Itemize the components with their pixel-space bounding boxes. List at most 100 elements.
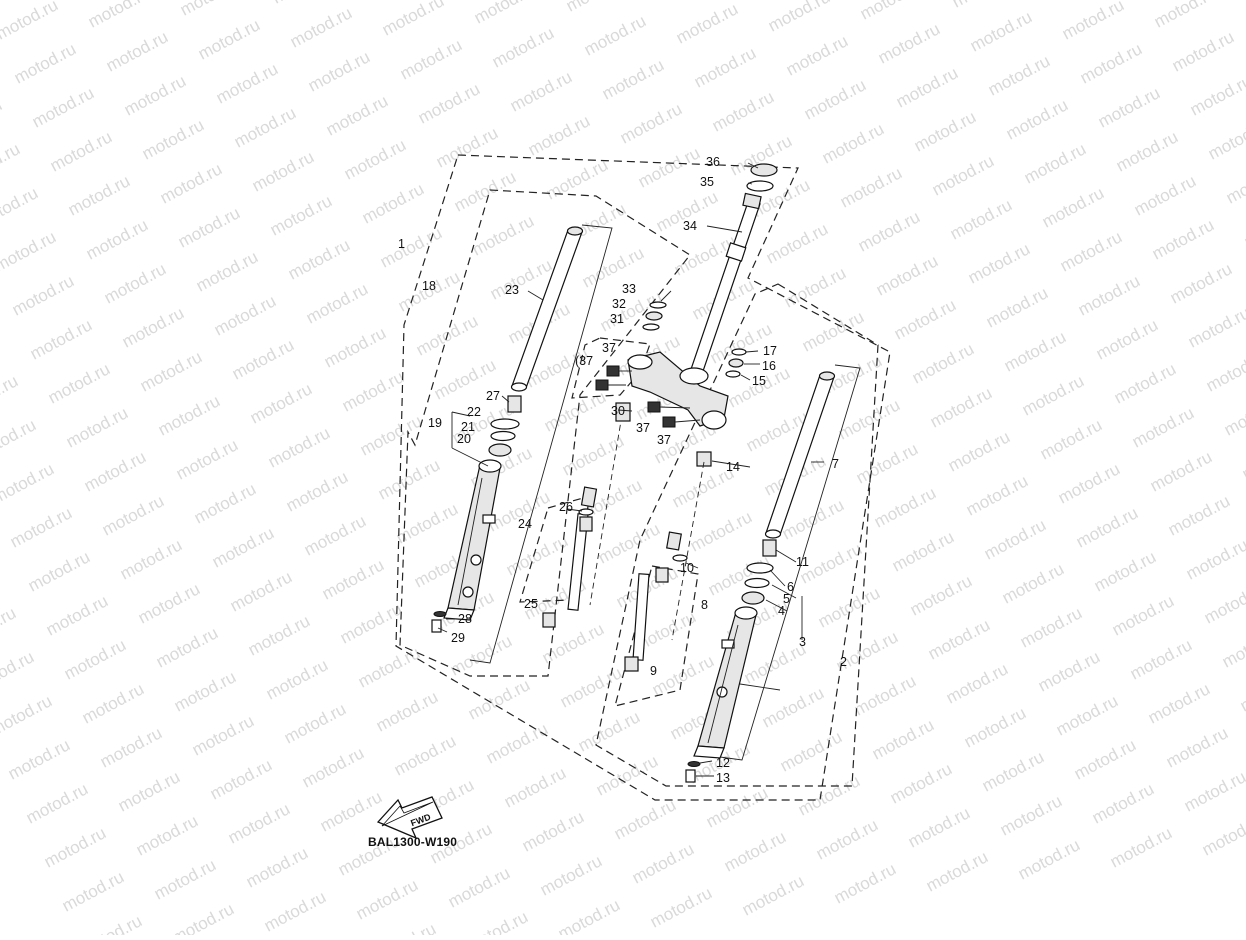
- watermark-text: motod.ru: [1109, 591, 1177, 639]
- watermark-text: motod.ru: [853, 439, 921, 487]
- callout-28: 28: [458, 612, 472, 626]
- callout-35: 35: [700, 175, 714, 189]
- watermark-text: motod.ru: [269, 0, 337, 8]
- bolt-group-outline: [571, 337, 651, 399]
- watermark-text: motod.ru: [47, 127, 115, 175]
- callout-23: 23: [505, 283, 519, 297]
- watermark-text: motod.ru: [911, 107, 979, 155]
- watermark-text: motod.ru: [1113, 127, 1181, 175]
- watermark-text: motod.ru: [1221, 391, 1246, 439]
- watermark-text: motod.ru: [171, 667, 239, 715]
- watermark-text: motod.ru: [247, 379, 315, 427]
- callout-15: 15: [752, 374, 766, 388]
- watermark-text: motod.ru: [541, 387, 609, 435]
- watermark-text: motod.ru: [871, 483, 939, 531]
- watermark-text: motod.ru: [265, 423, 333, 471]
- callout-20: 20: [457, 432, 471, 446]
- callout-36: 36: [706, 155, 720, 169]
- watermark-text: motod.ru: [317, 787, 385, 835]
- watermark-text: motod.ru: [463, 907, 531, 935]
- watermark-text: motod.ru: [581, 11, 649, 59]
- watermark-text: motod.ru: [1019, 371, 1087, 419]
- watermark-text: motod.ru: [301, 511, 369, 559]
- watermark-text: motod.ru: [1073, 503, 1141, 551]
- watermark-text: motod.ru: [763, 219, 831, 267]
- washers-31-33: [642, 301, 667, 331]
- watermark-text: motod.ru: [267, 191, 335, 239]
- watermark-text: motod.ru: [647, 883, 715, 931]
- watermark-text: motod.ru: [1095, 83, 1163, 131]
- watermark-text: motod.ru: [965, 239, 1033, 287]
- watermark-text: motod.ru: [543, 155, 611, 203]
- watermark-text: motod.ru: [0, 183, 41, 231]
- watermark-text: motod.ru: [1203, 347, 1246, 395]
- watermark-text: motod.ru: [1167, 259, 1235, 307]
- watermark-text: motod.ru: [63, 403, 131, 451]
- watermark-text: motod.ru: [1183, 535, 1246, 583]
- watermark-text: motod.ru: [1199, 811, 1246, 859]
- watermark-text: motod.ru: [213, 59, 281, 107]
- watermark-text: motod.ru: [851, 671, 919, 719]
- watermark-text: motod.ru: [869, 715, 937, 763]
- watermark-text: motod.ru: [537, 851, 605, 899]
- watermark-text: motod.ru: [961, 703, 1029, 751]
- watermark-text: motod.ru: [133, 811, 201, 859]
- watermark-text: motod.ru: [1127, 635, 1195, 683]
- right-inner-tube: [719, 364, 861, 761]
- left-bolt-28-29: [431, 611, 447, 633]
- callout-30: 30: [611, 404, 625, 418]
- watermark-text: motod.ru: [121, 71, 189, 119]
- watermark-text: motod.ru: [119, 303, 187, 351]
- watermark-text: motod.ru: [575, 707, 643, 755]
- watermark-text: motod.ru: [519, 807, 587, 855]
- watermark-text: motod.ru: [1015, 835, 1083, 883]
- watermark-text: motod.ru: [739, 871, 807, 919]
- watermark-text: motod.ru: [1223, 159, 1246, 207]
- callout-2: 2: [840, 655, 847, 669]
- watermark-text: motod.ru: [45, 359, 113, 407]
- spring-30: [615, 402, 631, 422]
- watermark-text: motod.ru: [1147, 447, 1215, 495]
- watermark-text: motod.ru: [391, 731, 459, 779]
- watermark-text: motod.ru: [189, 711, 257, 759]
- right-slide-bushing-11: [762, 539, 777, 557]
- watermark-text: motod.ru: [981, 515, 1049, 563]
- diagram-code: BAL1300-W190: [368, 835, 457, 849]
- watermark-text: motod.ru: [353, 875, 421, 923]
- watermark-text: motod.ru: [579, 243, 647, 291]
- watermark-text: motod.ru: [231, 103, 299, 151]
- watermark-text: motod.ru: [703, 783, 771, 831]
- watermark-text: motod.ru: [907, 571, 975, 619]
- watermark-text: motod.ru: [1017, 603, 1085, 651]
- watermark-text: motod.ru: [151, 855, 219, 903]
- watermark-text: motod.ru: [525, 111, 593, 159]
- watermark-text: motod.ru: [593, 751, 661, 799]
- watermark-text: motod.ru: [355, 643, 423, 691]
- callout-27: 27: [486, 389, 500, 403]
- left-outer-tube: [443, 459, 502, 621]
- watermark-text: motod.ru: [43, 591, 111, 639]
- callout-22: 22: [467, 405, 481, 419]
- watermark-text: motod.ru: [11, 39, 79, 87]
- watermark-text: motod.ru: [819, 119, 887, 167]
- watermark-text: motod.ru: [207, 755, 275, 803]
- callout-6: 6: [787, 580, 794, 594]
- callout-37-d: 37: [657, 433, 671, 447]
- watermark-text: motod.ru: [673, 0, 741, 48]
- watermark-text: motod.ru: [0, 327, 3, 375]
- callout-4: 4: [778, 604, 785, 618]
- watermark-text: motod.ru: [557, 663, 625, 711]
- watermark-text: motod.ru: [225, 799, 293, 847]
- callout-37-a: 37: [602, 341, 616, 355]
- watermark-text: motod.ru: [0, 647, 37, 695]
- watermark-text: motod.ru: [227, 567, 295, 615]
- watermark-text: motod.ru: [261, 887, 329, 935]
- watermark-text: motod.ru: [445, 863, 513, 911]
- watermark-text: motod.ru: [831, 859, 899, 907]
- watermark-text: motod.ru: [967, 7, 1035, 55]
- watermark-text: motod.ru: [799, 307, 867, 355]
- left-damper-rod-24: [542, 486, 598, 628]
- watermark-text: motod.ru: [1075, 271, 1143, 319]
